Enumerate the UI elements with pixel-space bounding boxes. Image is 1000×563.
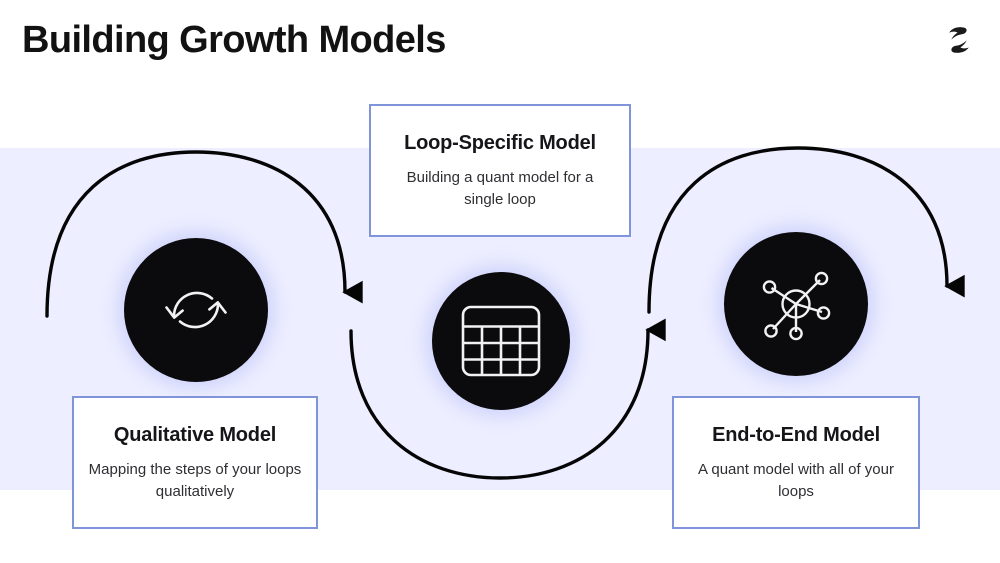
stage-card-qualitative[interactable]: Qualitative Model Mapping the steps of y… [72, 396, 318, 529]
stage-title-qualitative: Qualitative Model [113, 424, 277, 447]
stage-title-loop-specific: Loop-Specific Model [404, 132, 596, 155]
spreadsheet-grid-icon [461, 305, 541, 377]
stage-description-loop-specific: Building a quant model for a single loop [406, 169, 594, 208]
loop-refresh-icon [165, 291, 227, 329]
stage-title-end-to-end: End-to-End Model [712, 424, 880, 447]
stage-icon-loop-specific[interactable] [432, 272, 570, 410]
reforge-logo [941, 22, 977, 58]
stage-icon-qualitative[interactable] [124, 238, 268, 382]
stage-description-qualitative: Mapping the steps of your loops qualitat… [88, 461, 302, 500]
stage-description-end-to-end: A quant model with all of your loops [698, 461, 894, 500]
stage-card-end-to-end[interactable]: End-to-End Model A quant model with all … [672, 396, 920, 529]
page-title: Building Growth Models [22, 19, 446, 61]
stage-card-loop-specific[interactable]: Loop-Specific Model Building a quant mod… [369, 104, 631, 237]
network-hub-icon [762, 271, 831, 341]
stage-icon-end-to-end[interactable] [724, 232, 868, 376]
